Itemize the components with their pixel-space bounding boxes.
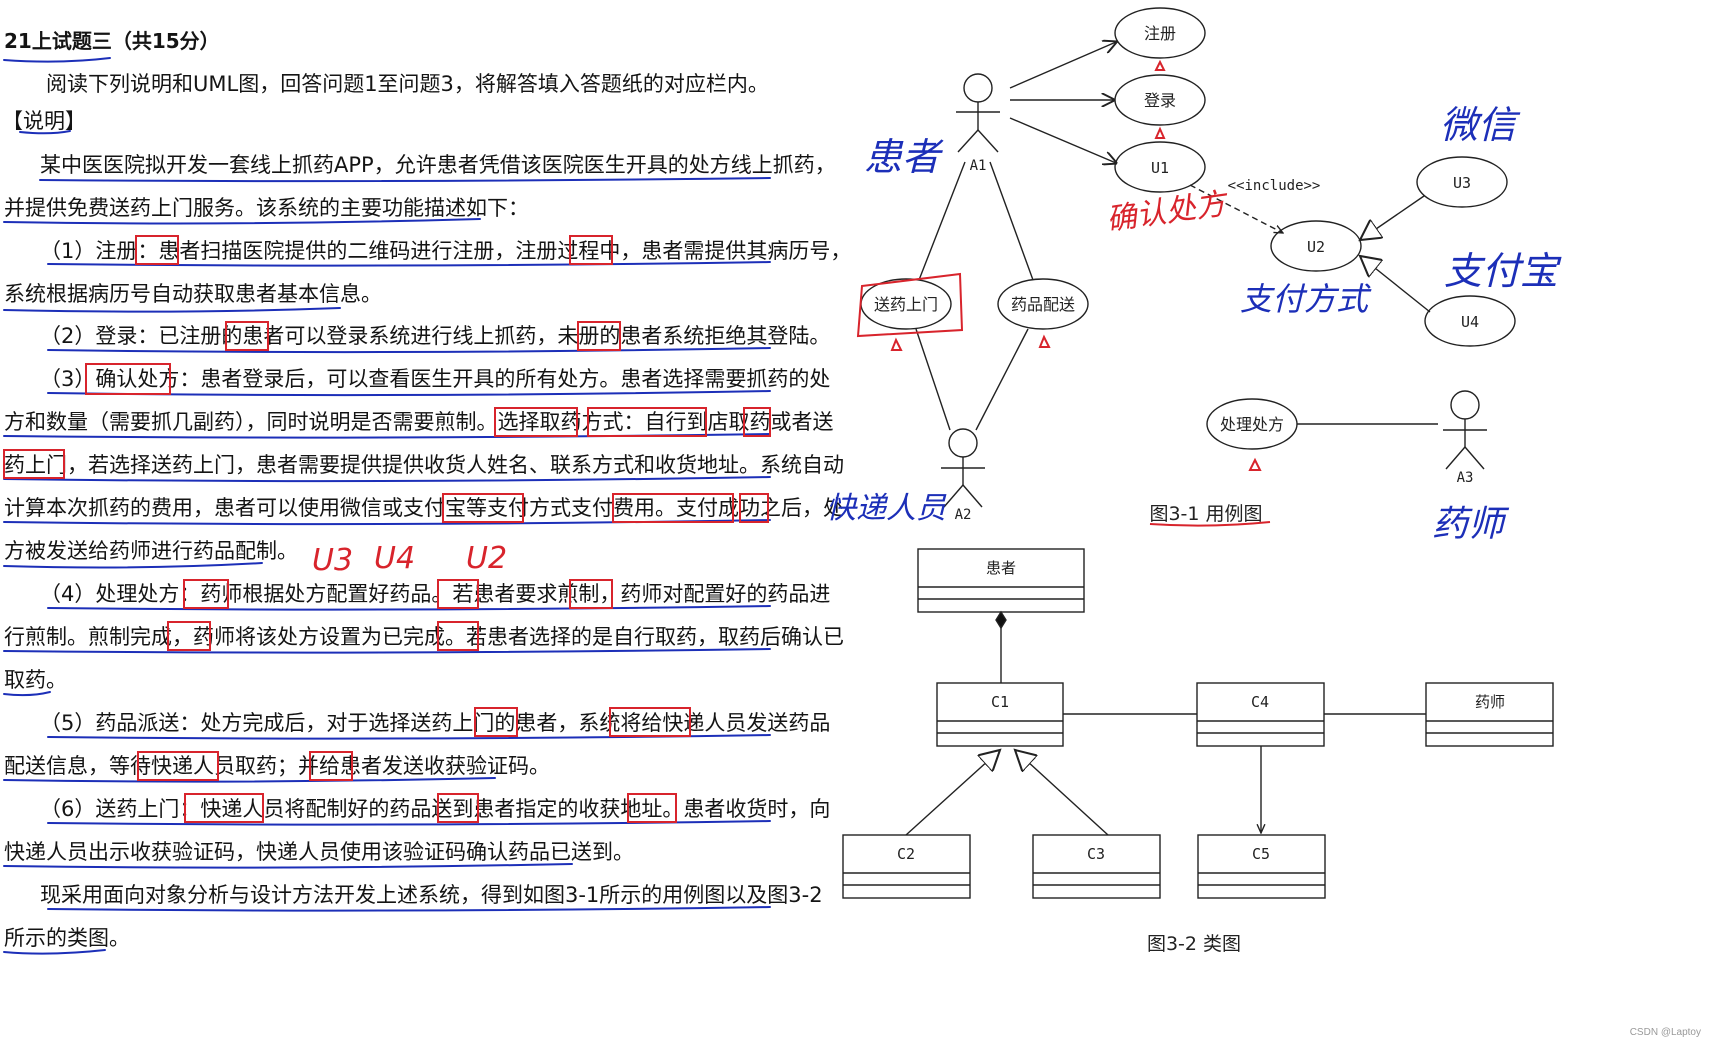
- usecase-label: U4: [1461, 313, 1479, 331]
- annotation-confirm: 确认处方: [1104, 186, 1232, 238]
- usecase-u2: [1270, 220, 1362, 272]
- actor-label: A2: [955, 507, 972, 523]
- class-c3: [1032, 834, 1161, 899]
- actor-label: A1: [970, 158, 987, 174]
- usecase-register: [1114, 7, 1206, 59]
- usecase-label: 注册: [1144, 24, 1176, 43]
- class-name: C4: [1251, 693, 1269, 711]
- text-line: 行煎制。煎制完成，药师将该处方设置为已完成。若患者选择的是自行取药，取药后确认已: [4, 625, 844, 649]
- text-line: （2）登录：已注册的患者可以登录系统进行线上抓药，未册的患者系统拒绝其登陆。: [40, 324, 831, 348]
- usecase-label: 登录: [1144, 91, 1176, 110]
- usecase-dispatch: [997, 278, 1089, 330]
- annotation-payment: 支付方式: [1240, 280, 1372, 318]
- usecase-u3: [1416, 156, 1508, 208]
- text-line: 系统根据病历号自动获取患者基本信息。: [4, 282, 382, 306]
- text-line: 快递人员出示收获验证码，快递人员使用该验证码确认药品已送到。: [4, 840, 634, 864]
- actor-a1: [956, 73, 1000, 153]
- usecase-label: 送药上门: [874, 295, 938, 314]
- annotation-alipay: 支付宝: [1444, 249, 1562, 293]
- section-label: 【说明】: [2, 109, 86, 133]
- class-name: C1: [991, 693, 1009, 711]
- usecase-label: U1: [1151, 159, 1169, 177]
- class-name: C2: [897, 845, 915, 863]
- text-line: 现采用面向对象分析与设计方法开发上述系统，得到如图3-1所示的用例图以及图3-2: [40, 883, 823, 907]
- text-line: （6）送药上门：快递人员将配制好的药品送到患者指定的收获地址。患者收货时，向: [40, 797, 831, 821]
- usecase-label: 处理处方: [1220, 415, 1284, 434]
- text-line: 所示的类图。: [4, 926, 130, 950]
- text-line: 并提供免费送药上门服务。该系统的主要功能描述如下：: [4, 196, 529, 220]
- annotation-courier: 快递人员: [826, 491, 947, 526]
- class-name: 患者: [986, 559, 1016, 577]
- class-name: C3: [1087, 845, 1105, 863]
- class-name: 药师: [1475, 693, 1505, 711]
- text-line: 配送信息，等待快递人员取药；并给患者发送收获验证码。: [4, 754, 550, 778]
- text-line: 方被发送给药师进行药品配制。: [4, 539, 298, 563]
- class-caption: 图3-2 类图: [1147, 933, 1241, 955]
- text-line: （5）药品派送：处方完成后，对于选择送药上门的患者，系统将给快递人员发送药品: [40, 711, 831, 735]
- diagram-red-marks: [856, 59, 1271, 527]
- annotation-patient: 患者: [864, 135, 944, 179]
- usecase-caption: 图3-1 用例图: [1149, 503, 1262, 525]
- usecase-label: U2: [1307, 238, 1325, 256]
- text-line: 某中医医院拟开发一套线上抓药APP，允许患者凭借该医院医生开具的处方线上抓药，: [40, 153, 836, 177]
- class-name: C5: [1252, 845, 1270, 863]
- text-line: 取药。: [4, 668, 67, 692]
- actor-a2: [941, 428, 985, 508]
- include-label: <<include>>: [1228, 178, 1321, 194]
- annotation-num: U4: [374, 541, 415, 576]
- class-c2: [842, 834, 971, 899]
- annotation-pharmacist: 药师: [1432, 504, 1510, 545]
- generalization-c2: [905, 750, 1000, 836]
- generalization-c3: [1015, 750, 1109, 836]
- annotation-num: U3: [312, 543, 353, 578]
- intro-line: 阅读下列说明和UML图，回答问题1至问题3，将解答填入答题纸的对应栏内。: [46, 72, 769, 96]
- actor-a3: [1443, 390, 1487, 470]
- question-title: 21上试题三（共15分）: [4, 29, 220, 53]
- document-panel: 21上试题三（共15分） 阅读下列说明和UML图，回答问题1至问题3，将解答填入…: [2, 29, 851, 950]
- actor-label: A3: [1457, 470, 1474, 486]
- class-c5: [1197, 834, 1326, 899]
- text-line: 药上门，若选择送药上门，患者需要提供提供收货人姓名、联系方式和收货地址。系统自动: [4, 453, 844, 477]
- usecase-u1: [1114, 141, 1206, 193]
- annotation-num: U2: [466, 541, 507, 576]
- usecase-label: 药品配送: [1011, 295, 1075, 314]
- annotation-wechat: 微信: [1440, 103, 1521, 147]
- text-line: （4）处理处方：药师根据处方配置好药品。若患者要求煎制，药师对配置好的药品进: [40, 582, 831, 606]
- usecase-u4: [1424, 295, 1516, 347]
- watermark: CSDN @Laptoy: [1629, 1027, 1701, 1038]
- usecase-label: U3: [1453, 174, 1471, 192]
- class-c1: [936, 682, 1064, 747]
- class-c4: [1196, 682, 1325, 747]
- text-line: （3）确认处方：患者登录后，可以查看医生开具的所有处方。患者选择需要抓药的处: [40, 367, 831, 391]
